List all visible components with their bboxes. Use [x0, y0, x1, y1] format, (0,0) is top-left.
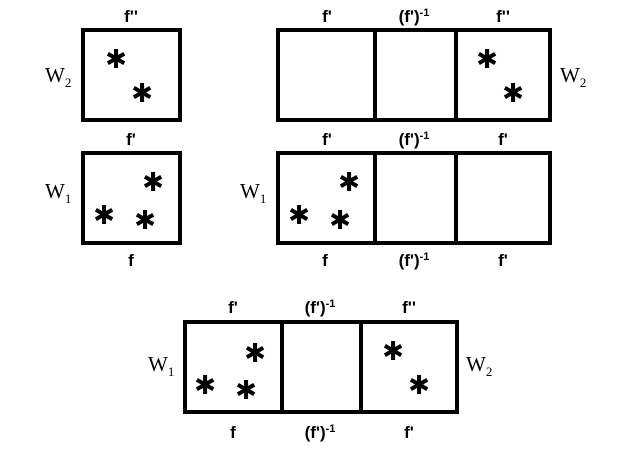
world-letter: W — [45, 63, 65, 87]
panel-w2-single: f'' W2 ✱ ✱ — [45, 7, 182, 122]
star-marker: ✱ — [105, 45, 127, 75]
inverse-exponent: -1 — [420, 130, 430, 142]
world-subscript: 1 — [260, 191, 267, 206]
star-marker: ✱ — [131, 79, 153, 109]
label-f-prime-top: f' — [228, 298, 238, 317]
star-marker: ✱ — [244, 339, 266, 369]
box — [373, 28, 458, 122]
world-letter: W — [466, 352, 486, 376]
world-label-w1: W1 — [148, 352, 174, 379]
label-f-prime-inverse-bottom: (f')-1 — [399, 130, 430, 149]
world-subscript: 2 — [580, 75, 587, 90]
label-f-prime-inverse-top: (f')-1 — [399, 7, 430, 26]
panel-w1-single: f' f W1 ✱ ✱ ✱ — [45, 130, 182, 270]
inverse-base: (f') — [399, 7, 420, 26]
label-f-prime-bottom: f' — [498, 251, 508, 270]
box — [280, 320, 363, 414]
world-label-w2: W2 — [466, 352, 492, 379]
world-subscript: 1 — [168, 364, 175, 379]
star-marker: ✱ — [194, 371, 216, 401]
label-f-prime-bottom: f' — [322, 130, 332, 149]
star-marker: ✱ — [288, 201, 310, 231]
star-marker: ✱ — [502, 79, 524, 109]
box-w1 — [81, 151, 182, 245]
inverse-base: (f') — [305, 423, 326, 442]
world-letter: W — [240, 179, 260, 203]
box — [359, 320, 459, 414]
world-label-w2: W2 — [560, 63, 586, 90]
star-marker: ✱ — [329, 206, 351, 236]
inverse-base: (f') — [399, 251, 420, 270]
star-marker: ✱ — [382, 337, 404, 367]
world-label-w1: W1 — [45, 179, 71, 206]
label-f-prime-inverse-bottom: (f')-1 — [305, 423, 336, 442]
world-letter: W — [560, 63, 580, 87]
box — [183, 320, 284, 414]
world-subscript: 2 — [65, 75, 72, 90]
box — [454, 151, 552, 245]
star-marker: ✱ — [235, 376, 257, 406]
label-f-prime-inverse-top: (f')-1 — [305, 298, 336, 317]
inverse-base: (f') — [399, 130, 420, 149]
box-w2 — [81, 28, 182, 122]
label-f-bottom: f — [230, 423, 236, 442]
world-label-w2: W2 — [45, 63, 71, 90]
star-marker: ✱ — [93, 201, 115, 231]
world-label-w1: W1 — [240, 179, 266, 206]
inverse-exponent: -1 — [326, 298, 336, 310]
star-marker: ✱ — [134, 206, 156, 236]
label-f-prime-top: f' — [126, 130, 136, 149]
inverse-exponent: -1 — [326, 423, 336, 435]
label-f-double-prime-top: f'' — [496, 7, 510, 26]
label-f-prime-inverse-bottom: (f')-1 — [399, 251, 430, 270]
label-f-bottom: f — [322, 251, 328, 270]
star-marker: ✱ — [476, 45, 498, 75]
label-f-double-prime-top: f'' — [402, 298, 416, 317]
box — [373, 151, 458, 245]
panel-combined: f' (f')-1 f'' f (f')-1 f' W1 W2 ✱ ✱ ✱ ✱ … — [148, 298, 492, 442]
inverse-exponent: -1 — [420, 7, 430, 19]
label-f-prime-top: f' — [322, 7, 332, 26]
world-subscript: 1 — [65, 191, 72, 206]
label-f-bottom: f — [128, 251, 134, 270]
star-marker: ✱ — [142, 168, 164, 198]
star-marker: ✱ — [338, 168, 360, 198]
box — [454, 28, 552, 122]
box — [276, 28, 377, 122]
inverse-base: (f') — [305, 298, 326, 317]
star-marker: ✱ — [408, 371, 430, 401]
world-letter: W — [45, 179, 65, 203]
panel-w1-row: f (f')-1 f' W1 ✱ ✱ ✱ — [240, 151, 552, 270]
label-f-prime-bottom: f' — [498, 130, 508, 149]
label-f-double-prime-top: f'' — [124, 7, 138, 26]
panel-w2-row: f' (f')-1 f'' f' (f')-1 f' W2 ✱ ✱ — [276, 7, 586, 149]
world-letter: W — [148, 352, 168, 376]
inverse-exponent: -1 — [420, 251, 430, 263]
label-f-prime-bottom: f' — [404, 423, 414, 442]
world-subscript: 2 — [486, 364, 493, 379]
